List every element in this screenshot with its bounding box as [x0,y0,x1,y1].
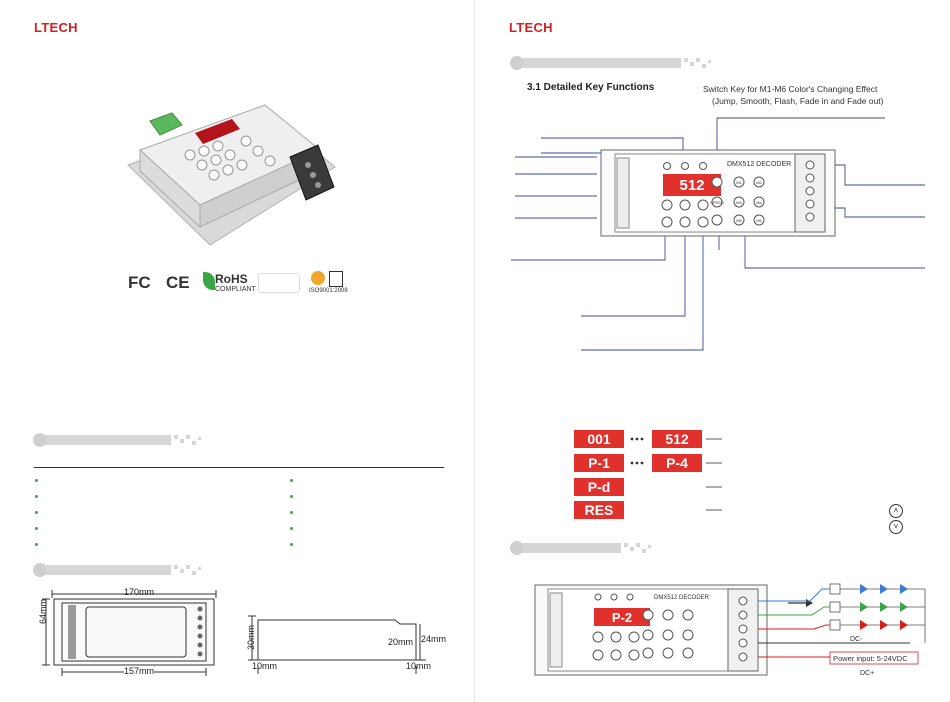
detail-key-m4: M4 [756,200,762,205]
code-pd: P-d [588,479,611,495]
dim-edge-left: 10mm [252,661,278,671]
dim-edge-right: 10mm [406,661,432,671]
bullet-mark [35,495,38,498]
iso-badge-icon [311,271,325,285]
bullet-mark [35,543,38,546]
bullet-mark [290,511,293,514]
bullet-mark [290,479,293,482]
wiring-power-input: Power input: 5-24VDC [833,654,908,663]
dim-height-body: 24mm [421,634,447,644]
blank-cert-box [258,273,300,293]
up-key-icon: ˄ [889,504,903,518]
iso-certificate-icon [329,271,343,287]
features-divider [34,467,444,468]
display-codes: 001 512 P-1 P-4 P-d RES [574,430,722,519]
detail-model-label: DMX512 DECODER [727,161,791,168]
fcc-logo: FC [128,273,151,292]
rohs-compliant: COMPLIANT [215,286,256,293]
brand-logo-left: LTECH [34,20,78,35]
rohs-logo: RoHS [215,272,248,286]
section-3-1-title: 3.1 Detailed Key Functions [527,82,655,93]
wiring-diagram: P-2 DMX512 DECODER DC- Power input: 5-24 [534,583,926,677]
wiring-dc-minus: DC- [850,636,863,643]
dim-length-total: 170mm [124,587,155,597]
dim-width: 64mm [38,598,48,624]
wiring-dc-plus: DC+ [860,670,874,677]
dim-length-inner: 157mm [124,666,155,676]
decoder-detail-diagram: 512 DMX512 DECODER M1 M2 M3 M4 M5 M6 SPE… [511,117,925,351]
dim-height-step: 20mm [388,637,414,647]
switch-key-caption-line1: Switch Key for M1-M6 Color's Changing Ef… [703,84,878,94]
iso-label: ISO9001:2008 [309,288,348,294]
wiring-display-digits: P-2 [612,610,632,625]
down-key-icon: ˅ [889,520,903,534]
dimension-top-view [42,590,217,676]
detail-key-m3: M3 [736,200,742,205]
section-header-bar-key-functions [510,56,711,70]
section-header-bar-wiring [510,541,651,555]
detail-display-digits: 512 [679,177,704,194]
detail-key-speed: SPEED [710,200,724,205]
detail-key-m1: M1 [736,180,742,185]
ce-logo: CE [166,273,190,292]
detail-key-m2: M2 [756,180,762,185]
rohs-leaf-icon [203,272,215,290]
code-res: RES [585,502,614,518]
switch-key-caption-line2: (Jump, Smooth, Flash, Fade in and Fade o… [712,96,884,106]
wiring-model-label: DMX512 DECODER [654,595,710,601]
bullet-mark [35,511,38,514]
bullet-mark [35,479,38,482]
code-p4: P-4 [666,455,688,471]
dim-height-total: 30mm [246,624,256,650]
code-512: 512 [665,431,689,447]
bullet-mark [290,543,293,546]
code-001: 001 [587,431,611,447]
bullet-mark [35,527,38,530]
detail-key-m6: M6 [756,218,762,223]
brand-logo-right: LTECH [509,20,553,35]
code-p1: P-1 [588,455,610,471]
section-header-bar-dimensions [33,563,201,577]
section-header-bar-features [33,433,201,447]
page-fold [474,0,475,702]
dimension-side-view [248,615,426,674]
detail-key-m5: M5 [736,218,742,223]
product-photo [127,104,336,246]
bullet-mark [290,495,293,498]
bullet-mark [290,527,293,530]
